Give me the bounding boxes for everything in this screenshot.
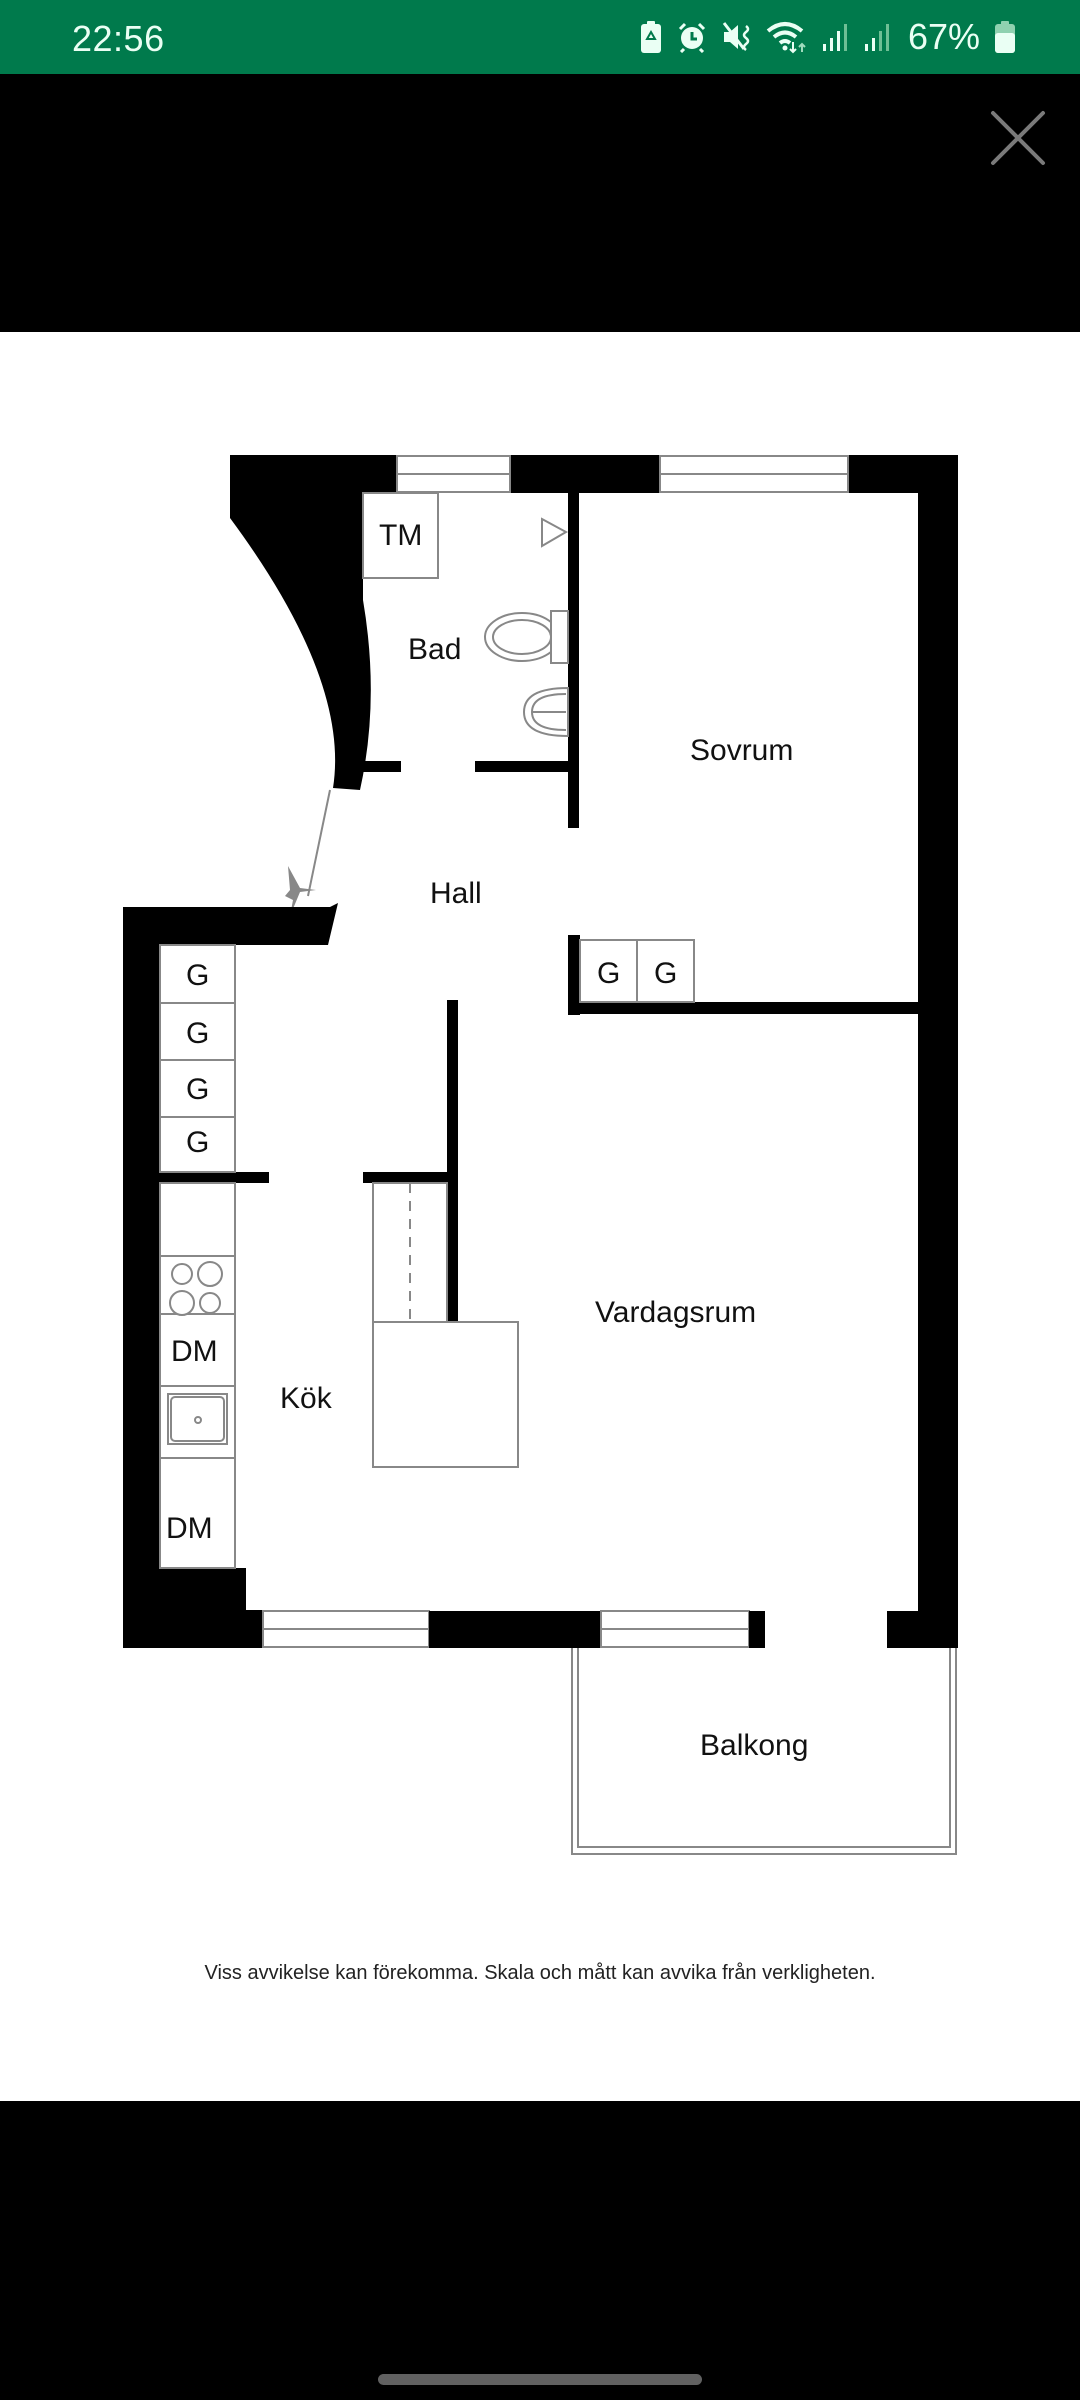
stove-icon	[169, 1261, 223, 1316]
window-balcony	[600, 1610, 750, 1648]
label-wardrobe: G	[186, 959, 209, 992]
mute-vibrate-icon	[722, 21, 752, 53]
status-bar: 22:56 67%	[0, 0, 1080, 74]
label-sovrum: Sovrum	[690, 734, 793, 767]
label-dm: DM	[166, 1512, 213, 1545]
balcony-outline	[571, 1648, 957, 1855]
label-dm: DM	[171, 1335, 218, 1368]
shower-icon	[541, 517, 569, 548]
floor-plan-image: TM Bad Sovrum Hall Vardagsrum Kök Balkon…	[0, 332, 1080, 2101]
entrance-arrow-icon	[285, 866, 316, 916]
gesture-nav-handle[interactable]	[378, 2374, 702, 2385]
window-sovrum	[659, 455, 849, 493]
signal-icon	[822, 22, 850, 52]
bathroom-sink-icon	[522, 686, 569, 738]
close-icon	[991, 111, 1045, 165]
floor-plan-drawing: TM Bad Sovrum Hall Vardagsrum Kök Balkon…	[123, 455, 958, 1855]
label-vardagsrum: Vardagsrum	[595, 1296, 756, 1329]
alarm-icon	[676, 21, 708, 53]
battery-percent: 67%	[907, 16, 980, 57]
label-kok: Kök	[280, 1382, 333, 1415]
label-bad: Bad	[408, 633, 461, 666]
label-wardrobe: G	[654, 957, 677, 990]
label-wardrobe: G	[186, 1017, 209, 1050]
label-hall: Hall	[430, 877, 482, 910]
status-icons: 67%	[640, 16, 1016, 58]
wifi-icon	[766, 20, 808, 54]
toilet-icon	[484, 610, 569, 664]
window-bad	[396, 455, 511, 493]
label-wardrobe: G	[597, 957, 620, 990]
label-tm: TM	[379, 519, 422, 552]
label-wardrobe: G	[186, 1126, 209, 1159]
close-button[interactable]	[985, 105, 1051, 171]
kitchen-sink-icon	[167, 1393, 228, 1445]
status-time: 22:56	[72, 18, 165, 59]
signal-icon	[864, 22, 892, 52]
disclaimer-text: Viss avvikelse kan förekomma. Skala och …	[204, 1962, 876, 1984]
battery-saver-icon	[640, 21, 662, 53]
window-kitchen	[262, 1610, 430, 1648]
battery-icon	[994, 21, 1016, 53]
label-wardrobe: G	[186, 1073, 209, 1106]
label-balkong: Balkong	[700, 1729, 808, 1762]
